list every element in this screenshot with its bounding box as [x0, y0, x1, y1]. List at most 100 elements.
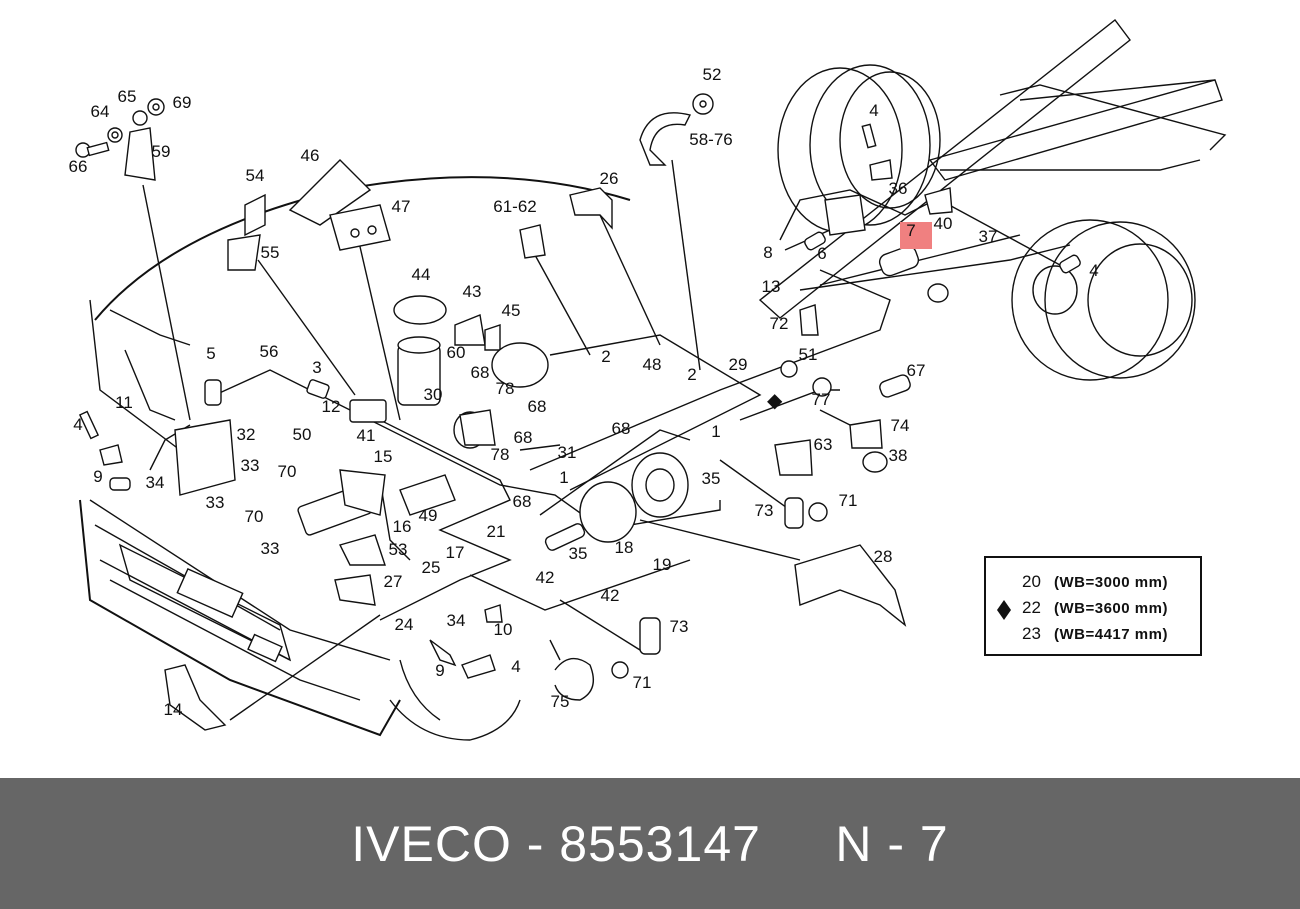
callout-label-54: 54 [246, 166, 265, 185]
callout-label-26: 26 [600, 169, 619, 188]
legend-number: 20 [1022, 572, 1041, 591]
callout-label-10: 10 [494, 620, 513, 639]
callout-label-9: 9 [435, 661, 444, 680]
callout-label-1: 1 [711, 422, 720, 441]
callout-label-40: 40 [934, 214, 953, 233]
callout-label-21: 21 [487, 522, 506, 541]
parts [75, 93, 1081, 731]
callout-label-13: 13 [762, 277, 781, 296]
callout-label-42: 42 [536, 568, 555, 587]
callout-label-33: 33 [261, 539, 280, 558]
callout-label-51: 51 [799, 345, 818, 364]
callout-label-50: 50 [293, 425, 312, 444]
callout-label-31: 31 [558, 443, 577, 462]
callout-label-33: 33 [206, 493, 225, 512]
callout-label-71: 71 [839, 491, 858, 510]
callout-label-11: 11 [115, 393, 133, 412]
callout-label-30: 30 [424, 385, 443, 404]
callout-label-45: 45 [502, 301, 521, 320]
callout-label-43: 43 [463, 282, 482, 301]
callout-label-66: 66 [69, 157, 88, 176]
callout-label-73: 73 [755, 501, 774, 520]
callout-label-48: 48 [643, 355, 662, 374]
callout-label-34: 34 [146, 473, 165, 492]
callout-label-63: 63 [814, 435, 833, 454]
callout-label-16: 16 [393, 517, 412, 536]
highlight-box [900, 222, 932, 249]
callout-label-25: 25 [422, 558, 441, 577]
callout-label-1: 1 [559, 468, 568, 487]
callout-label-71: 71 [633, 673, 652, 692]
callout-label-33: 33 [241, 456, 260, 475]
callout-label-68: 68 [471, 363, 490, 382]
callout-label-67: 67 [907, 361, 926, 380]
callout-label-3: 3 [312, 358, 321, 377]
callout-label-37: 37 [979, 227, 998, 246]
callout-label-34: 34 [447, 611, 466, 630]
callout-label-59: 59 [152, 142, 171, 161]
callout-label-78: 78 [491, 445, 510, 464]
legend-row-22: 22 (WB=3600 mm) [1022, 596, 1168, 620]
callout-label-4: 4 [1089, 261, 1098, 280]
callout-label-73: 73 [670, 617, 689, 636]
callout-label-74: 74 [891, 416, 910, 435]
callout-label-4: 4 [869, 101, 878, 120]
callout-label-55: 55 [261, 243, 280, 262]
callout-label-14: 14 [164, 700, 183, 719]
callout-label-53: 53 [389, 540, 408, 559]
callout-label-19: 19 [653, 555, 672, 574]
callout-label-35: 35 [702, 469, 721, 488]
callout-label-12: 12 [322, 397, 341, 416]
callout-label-64: 64 [91, 102, 110, 121]
callout-label-70: 70 [278, 462, 297, 481]
callout-label-5: 5 [206, 344, 215, 363]
callout-label-29: 29 [729, 355, 748, 374]
callout-label-69: 69 [173, 93, 192, 112]
callout-label-6: 6 [817, 244, 826, 263]
callout-label-72: 72 [770, 314, 789, 333]
callout-label-36: 36 [889, 179, 908, 198]
callout-label-15: 15 [374, 447, 393, 466]
wheelbase-legend: 20 (WB=3000 mm) 22 (WB=3600 mm) 23 (WB=4… [984, 556, 1202, 656]
callout-label-52: 52 [703, 65, 722, 84]
callout-label-44: 44 [412, 265, 431, 284]
brake-pipes [149, 189, 936, 621]
chassis-frame [758, 19, 1227, 319]
callout-label-highlighted: 7 [906, 221, 915, 240]
callout-label-27: 27 [384, 572, 403, 591]
legend-text: (WB=3600 mm) [1054, 599, 1168, 617]
callout-label-65: 65 [118, 87, 137, 106]
callout-label-4: 4 [511, 657, 520, 676]
callout-label-35: 35 [569, 544, 588, 563]
legend-text: (WB=4417 mm) [1054, 625, 1168, 643]
callout-label-61-62: 61-62 [493, 197, 536, 216]
callout-label-32: 32 [237, 425, 256, 444]
part-number-caption: IVECO - 8553147 N - 7 [351, 815, 949, 872]
legend-text: (WB=3000 mm) [1054, 573, 1168, 591]
callout-label-68: 68 [528, 397, 547, 416]
callout-label-68: 68 [514, 428, 533, 447]
callout-label-24: 24 [395, 615, 414, 634]
callout-label-2: 2 [687, 365, 696, 384]
callout-label-8: 8 [763, 243, 772, 262]
callout-label-2: 2 [601, 347, 610, 366]
diagram-drawing: 6465696659464754554443455258-762661-6255… [69, 19, 1227, 741]
callout-label-78: 78 [496, 379, 515, 398]
callout-label-4: 4 [73, 415, 82, 434]
legend-diamond-icon [997, 600, 1011, 620]
callout-label-60: 60 [447, 343, 466, 362]
callout-label-68: 68 [513, 492, 532, 511]
callout-label-17: 17 [446, 543, 465, 562]
callout-label-70: 70 [245, 507, 264, 526]
callout-label-75: 75 [551, 692, 570, 711]
callout-label-77: 77 [812, 390, 831, 409]
legend-row-23: 23 (WB=4417 mm) [1022, 622, 1168, 646]
legend-row-20: 20 (WB=3000 mm) [1022, 570, 1168, 594]
cab-outline [79, 176, 631, 741]
callout-label-9: 9 [93, 467, 102, 486]
callout-label-56: 56 [260, 342, 279, 361]
marker-diamond: ◆ [767, 390, 783, 412]
callout-label-49: 49 [419, 506, 438, 525]
